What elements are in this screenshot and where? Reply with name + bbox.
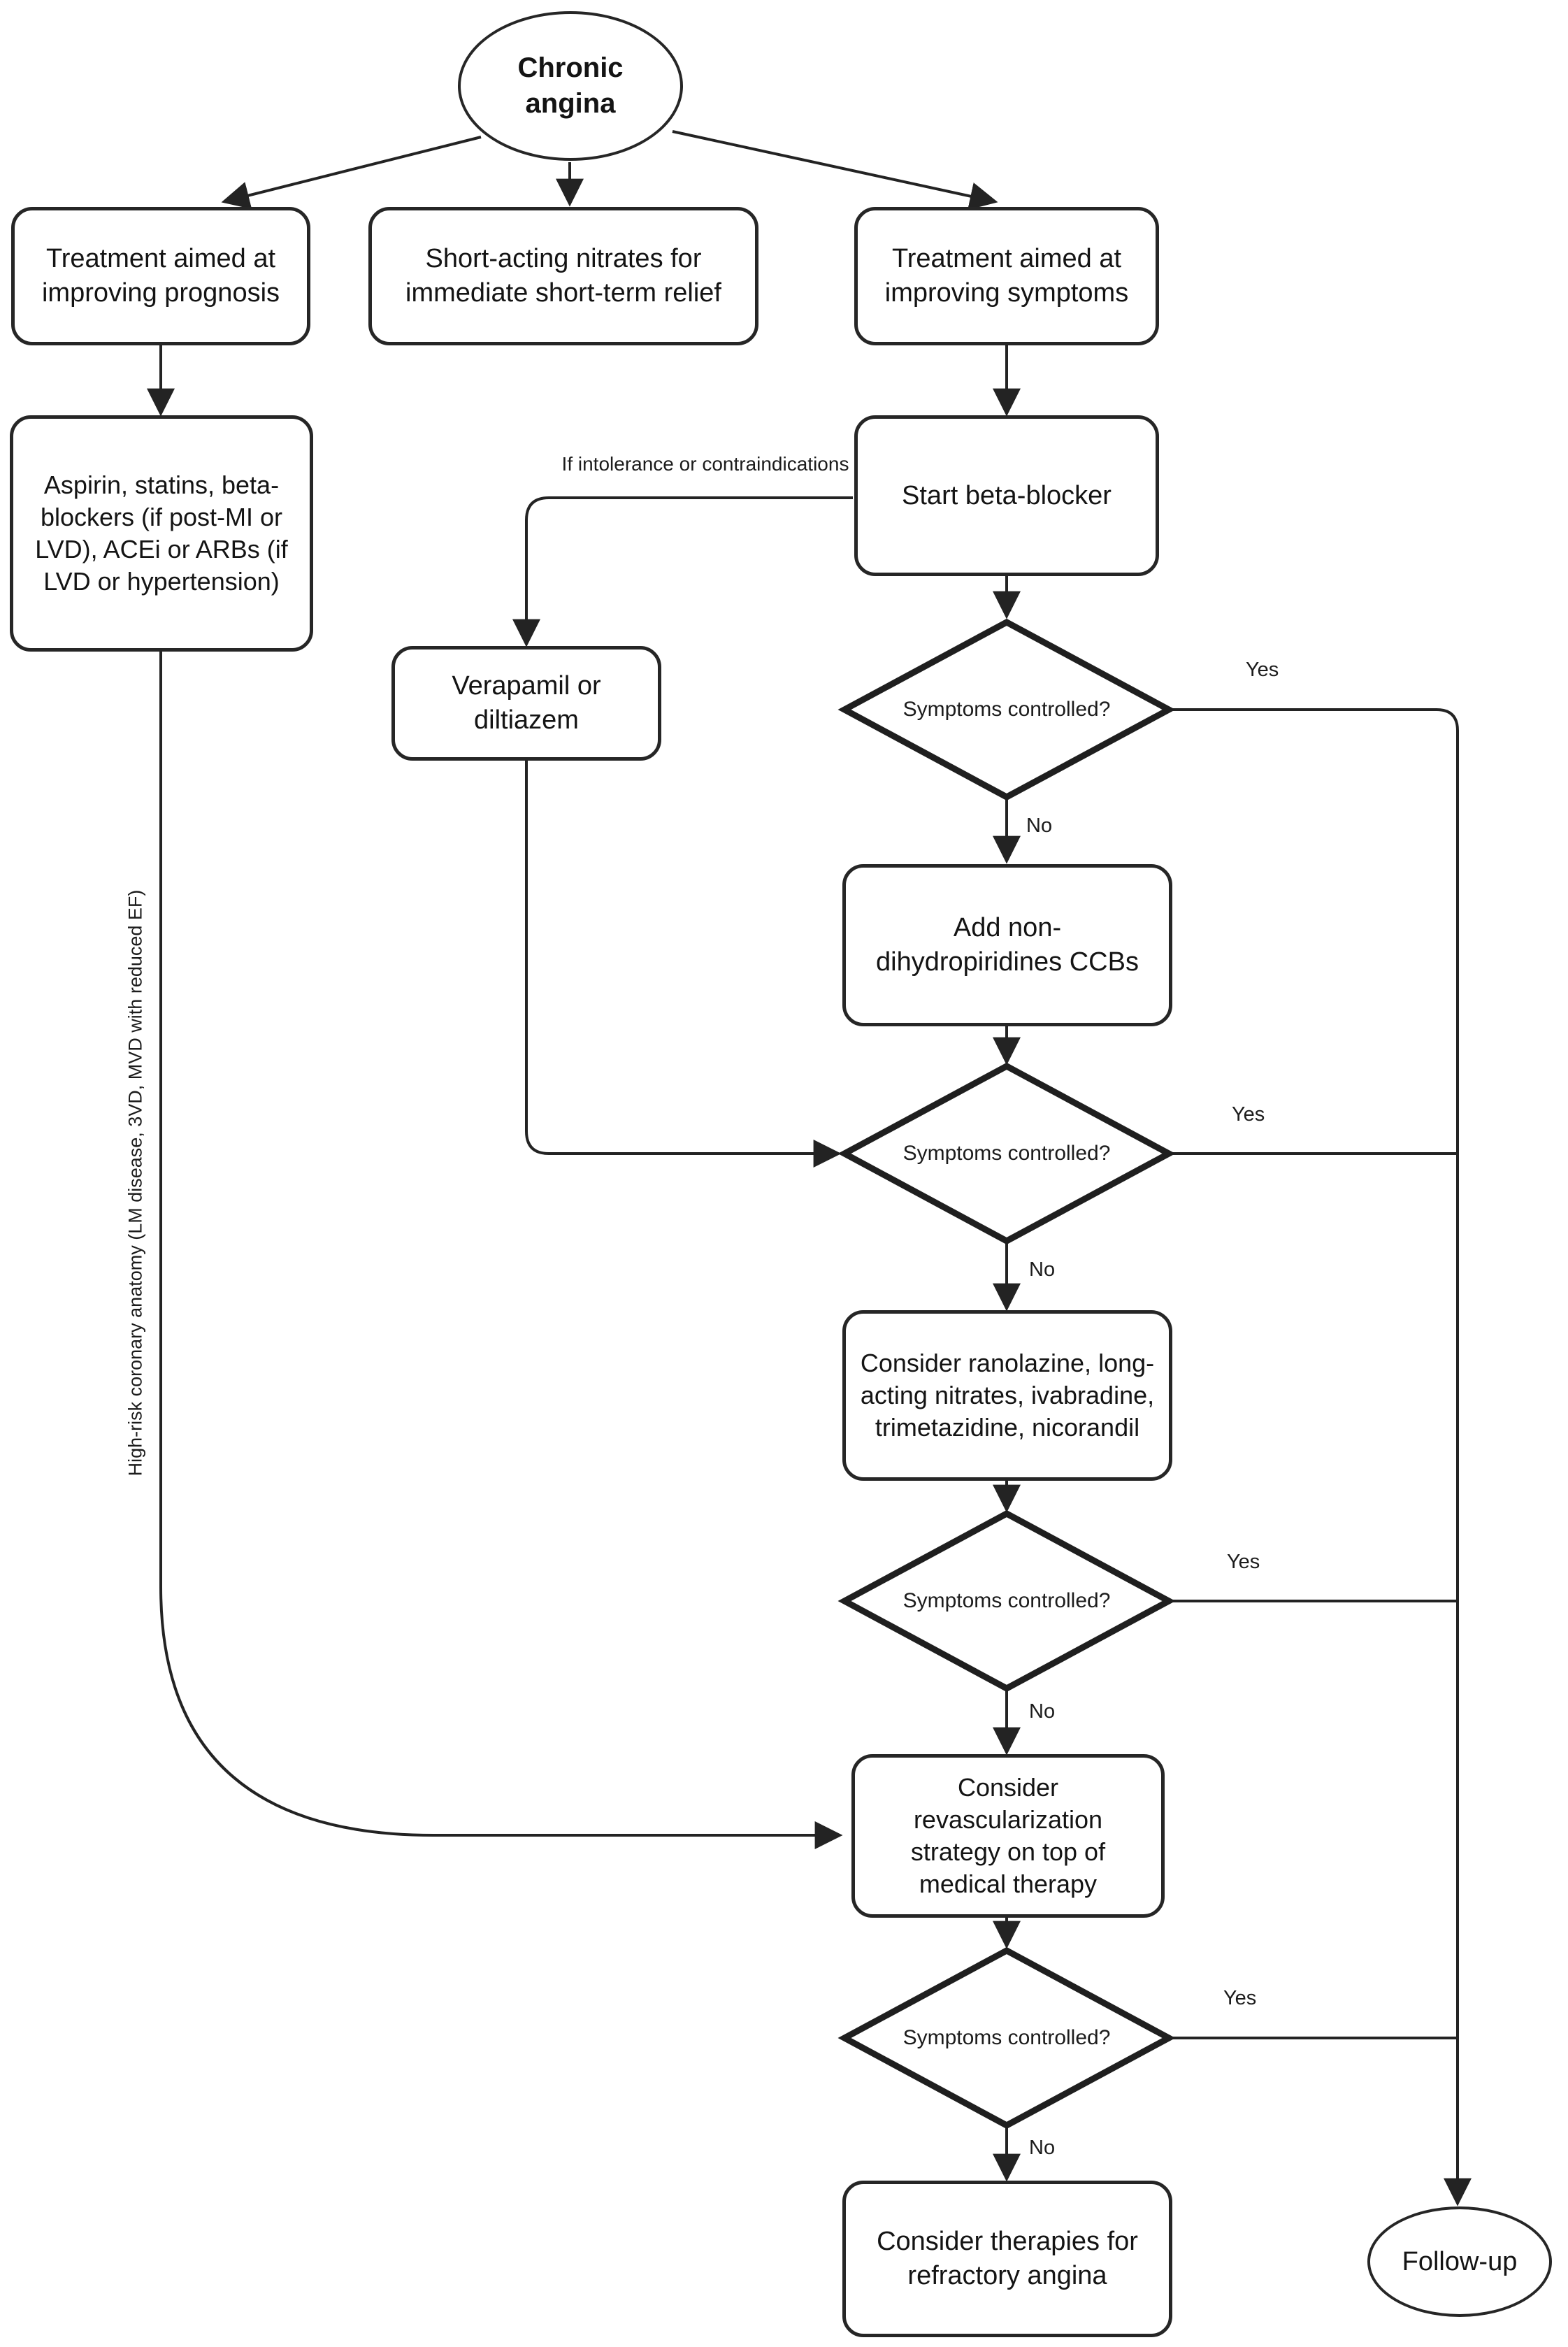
decision4-diamond [837, 1946, 1176, 2130]
node-chronic-angina-label: Chronic angina [517, 52, 624, 119]
edge-label-no2: No [1029, 1258, 1056, 1281]
edge-verapamil-to-decision2 [525, 761, 842, 1168]
edge-decision1-yes-trunk [1169, 708, 1472, 2206]
decision2-diamond [837, 1062, 1176, 1245]
node-short-acting-nitrates-label: Short-acting nitrates for immediate shor… [405, 244, 721, 308]
edge-label-yes1: Yes [1246, 659, 1279, 681]
node-add-ccb: Add non-dihydropiridines CCBs [842, 864, 1172, 1026]
node-aspirin-statins-label: Aspirin, statins, beta-blockers (if post… [35, 470, 288, 596]
node-follow-up: Follow-up [1367, 2206, 1552, 2317]
decision1-diamond [837, 618, 1176, 801]
node-verapamil-diltiazem: Verapamil or diltiazem [391, 646, 661, 761]
node-refractory-angina: Consider therapies for refractory angina [842, 2181, 1172, 2337]
edge-label-yes4: Yes [1223, 1987, 1257, 2009]
node-add-ccb-label: Add non-dihydropiridines CCBs [876, 913, 1139, 977]
node-aspirin-statins: Aspirin, statins, beta-blockers (if post… [10, 415, 313, 652]
edge-betablocker-to-verapamil [512, 496, 853, 647]
edge-aspirin-to-revascularization [159, 652, 843, 1849]
node-refractory-angina-label: Consider therapies for refractory angina [877, 2227, 1138, 2290]
node-verapamil-diltiazem-label: Verapamil or diltiazem [452, 671, 601, 735]
node-treatment-prognosis-label: Treatment aimed at improving prognosis [41, 244, 280, 308]
node-start-beta-blocker-label: Start beta-blocker [902, 480, 1112, 510]
decision3-label: Symptoms controlled? [902, 1589, 1111, 1612]
node-chronic-angina: Chronic angina [458, 11, 683, 161]
decision3-diamond [837, 1509, 1176, 1693]
decision2-label: Symptoms controlled? [902, 1142, 1111, 1165]
node-start-beta-blocker: Start beta-blocker [854, 415, 1159, 576]
edge-start-to-prognosis [221, 136, 482, 210]
node-consider-ranolazine: Consider ranolazine, long-acting nitrate… [842, 1310, 1172, 1481]
decision1-label: Symptoms controlled? [902, 698, 1111, 721]
edge-label-no3: No [1029, 1700, 1056, 1723]
edge-label-high-risk: High-risk coronary anatomy (LM disease, … [124, 889, 146, 1477]
node-consider-revascularization-label: Consider revascularization strategy on t… [910, 1772, 1106, 1899]
edge-label-no4: No [1029, 2137, 1056, 2159]
node-consider-ranolazine-label: Consider ranolazine, long-acting nitrate… [860, 1348, 1155, 1442]
node-follow-up-label: Follow-up [1402, 2246, 1518, 2276]
edge-label-intolerance: If intolerance or contraindications [561, 453, 849, 475]
decision4-label: Symptoms controlled? [902, 2026, 1111, 2049]
node-treatment-symptoms-label: Treatment aimed at improving symptoms [884, 244, 1129, 308]
edge-start-to-symptoms [672, 130, 998, 210]
node-treatment-prognosis: Treatment aimed at improving prognosis [11, 207, 310, 345]
node-short-acting-nitrates: Short-acting nitrates for immediate shor… [368, 207, 758, 345]
edge-label-yes2: Yes [1232, 1103, 1265, 1126]
edge-label-yes3: Yes [1227, 1551, 1260, 1573]
edge-label-no1: No [1026, 814, 1053, 837]
node-treatment-symptoms: Treatment aimed at improving symptoms [854, 207, 1159, 345]
node-consider-revascularization: Consider revascularization strategy on t… [851, 1754, 1165, 1918]
